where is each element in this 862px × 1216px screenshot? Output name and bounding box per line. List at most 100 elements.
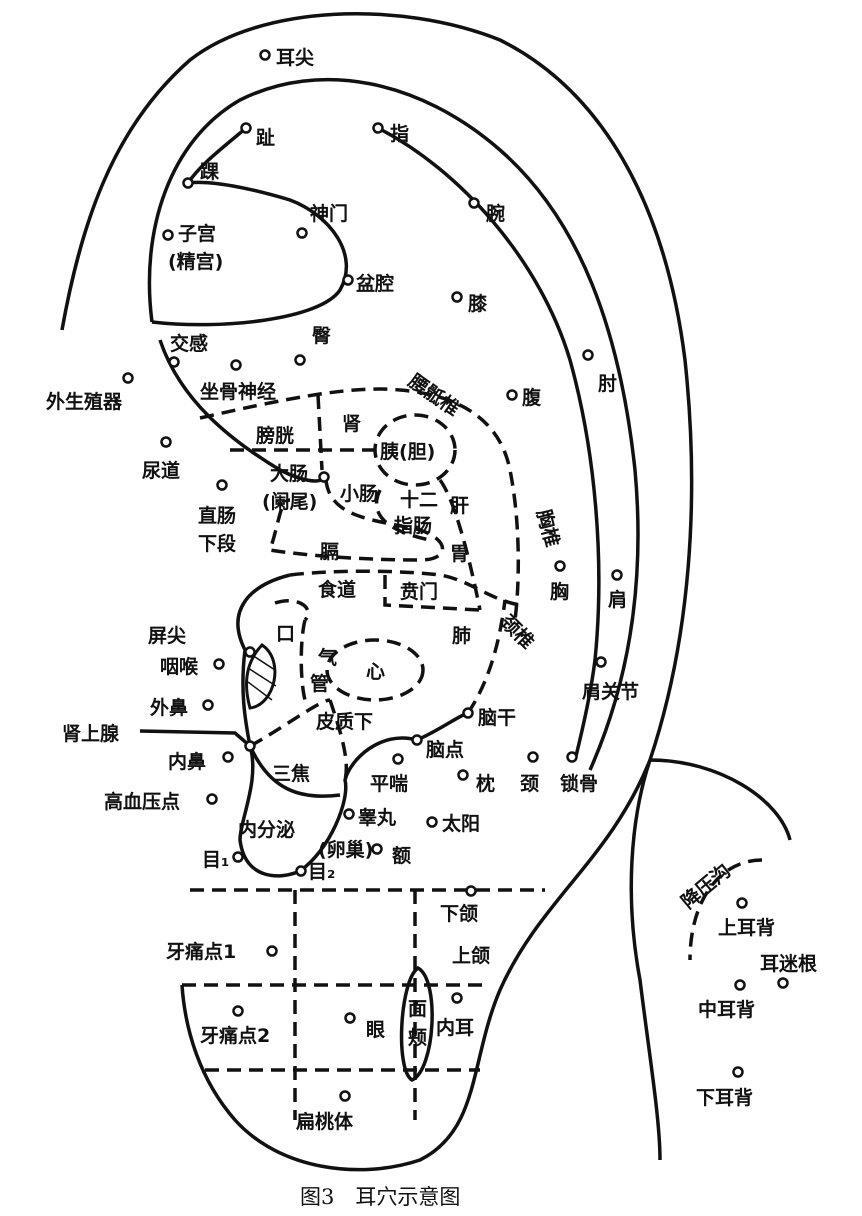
label-eye2: 目₂	[308, 861, 335, 883]
label-pelvis: 盆腔	[355, 272, 394, 295]
intertragic	[248, 745, 341, 798]
label-vagus-root: 耳迷根	[760, 952, 817, 975]
acupoint-marker	[468, 197, 480, 209]
label-forehead: 额	[392, 844, 411, 867]
helix-inner	[147, 77, 640, 771]
dash-heart	[325, 638, 425, 702]
label-stomach: 胃	[450, 543, 469, 565]
label-mandible: 下颌	[440, 902, 478, 925]
figure-caption: 图3 耳穴示意图	[300, 1185, 460, 1209]
label-eye1: 目₁	[202, 849, 229, 871]
dashed-regions	[182, 387, 763, 1120]
label-occiput: 枕	[476, 772, 495, 795]
acupoint-marker	[202, 699, 214, 711]
acupoint-marker	[777, 977, 789, 989]
label-heart: 心	[366, 661, 385, 683]
label-eye: 眼	[366, 1019, 385, 1041]
acupoint-marker	[206, 793, 218, 805]
label-wrist: 腕	[485, 202, 505, 225]
acupoint-marker	[392, 753, 404, 765]
acupoint-marker	[296, 227, 308, 239]
label-ovary: (卵巢)	[318, 838, 373, 861]
label-clavicle: 锁骨	[560, 772, 598, 795]
acupoint-marker	[160, 436, 172, 448]
label-duodenum-2: 指肠	[394, 515, 432, 537]
label-endocrine: 内分泌	[238, 818, 295, 841]
postauricular	[629, 758, 792, 1161]
label-tragus-apex: 屏尖	[148, 624, 186, 647]
label-groove: 降压沟	[677, 859, 735, 913]
acupoint-marker	[168, 356, 180, 368]
dash-antihelix-inner	[199, 387, 521, 621]
label-large-intestine: 大肠	[270, 462, 308, 485]
antihelix-outer	[377, 126, 601, 761]
acupoint-marker	[411, 734, 423, 746]
acupoint-marker	[451, 291, 463, 303]
acupoint-marker	[344, 1012, 356, 1024]
acupoint-marker	[342, 274, 354, 286]
label-sciatic: 坐骨神经	[200, 380, 276, 403]
acupoint-marker	[232, 851, 244, 863]
label-bladder: 膀胱	[255, 424, 294, 447]
label-shoulder: 肩	[608, 588, 627, 611]
label-rectum-1: 直肠	[198, 504, 236, 527]
concha-edge	[158, 339, 326, 483]
label-shoulder-joint: 肩关节	[582, 680, 639, 703]
label-appendix: (阑尾)	[262, 490, 317, 513]
acupoint-marker	[736, 897, 748, 909]
dash-esophagus	[289, 569, 521, 612]
label-chest: 胸	[550, 580, 569, 603]
label-esophagus: 食道	[318, 578, 356, 601]
acupoint-marker	[371, 843, 383, 855]
acupoint-marker	[232, 1005, 244, 1017]
ear-outlines	[60, 12, 792, 1172]
acupoint-marker	[162, 229, 174, 241]
adrenal-leader	[139, 729, 252, 748]
label-tonsil: 扁桃体	[296, 1110, 354, 1133]
label-thoracic: 胸椎	[532, 507, 564, 550]
label-shenmen: 神门	[310, 202, 348, 225]
fossa-line	[151, 180, 348, 327]
acupoint-marker	[451, 992, 463, 1004]
label-ext-nose: 外鼻	[150, 696, 188, 719]
label-middle-back: 中耳背	[698, 998, 755, 1021]
acupoint-marker	[294, 354, 306, 366]
acupoint-marker	[182, 177, 194, 189]
label-int-nose: 内鼻	[168, 750, 206, 773]
lobe-ellipse	[399, 965, 434, 1082]
label-small-intestine: 小肠	[340, 483, 378, 505]
acupoint-marker	[566, 751, 578, 763]
acupoint-marker	[595, 656, 607, 668]
label-ear-apex: 耳尖	[276, 46, 314, 69]
acupoint-marker	[244, 646, 256, 658]
label-pancreas: 胰(胆)	[379, 440, 435, 463]
label-adrenal: 肾上腺	[62, 722, 120, 745]
label-finger: 指	[390, 123, 409, 145]
label-trachea-1: 气	[317, 646, 337, 669]
acupoint-marker	[339, 1090, 351, 1102]
label-lower-back: 下耳背	[696, 1086, 753, 1109]
label-lung: 肺	[452, 625, 471, 647]
label-testis: 睾丸	[358, 806, 397, 829]
label-cervical: 颈椎	[496, 610, 539, 653]
acupoint-marker	[506, 389, 518, 401]
acupoint-marker	[213, 658, 225, 670]
label-duodenum-1: 十二	[400, 488, 438, 511]
acupoint-marker	[554, 560, 566, 572]
label-upper-back: 上耳背	[718, 916, 775, 939]
label-sanjiao: 三焦	[272, 762, 310, 785]
label-abdomen: 腹	[521, 386, 542, 409]
acupoint-marker	[240, 122, 252, 134]
dash-intestine	[267, 479, 445, 562]
acupoint-markers	[122, 49, 789, 1102]
acupoint-marker	[527, 751, 539, 763]
label-maxilla: 上颌	[452, 944, 490, 967]
label-neck: 颈	[520, 773, 539, 795]
label-asthma: 平喘	[370, 772, 408, 795]
label-mouth: 口	[276, 623, 295, 645]
label-toothache2: 牙痛点2	[200, 1024, 270, 1047]
acupoint-marker	[266, 945, 278, 957]
label-throat: 咽喉	[160, 655, 199, 678]
acupoint-marker	[122, 372, 134, 384]
